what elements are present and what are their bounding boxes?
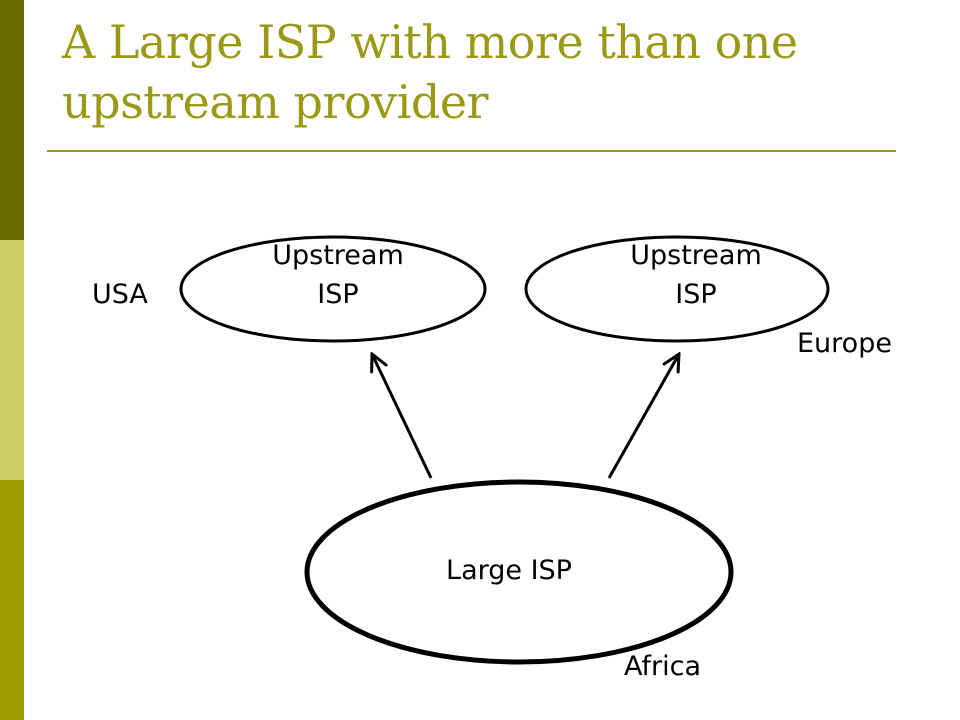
upstream-isp-right-ellipse [524,235,830,343]
large-isp-label: Large ISP [446,555,572,586]
side-bar-middle [0,240,24,480]
upstream-isp-right-label-line-2: ISP [675,279,716,310]
upstream-isp-left-node: Upstream ISP [179,235,487,343]
upstream-isp-right-label-line-1: Upstream [630,240,762,271]
upstream-isp-left-label-line-2: ISP [317,279,358,310]
side-bar-bottom [0,480,24,720]
region-label-usa: USA [92,279,148,310]
large-isp-node: Large ISP [304,479,734,665]
upstream-isp-left-ellipse [179,235,487,343]
side-bar-top [0,0,24,240]
title-underline [47,150,896,152]
region-label-africa: Africa [624,651,701,682]
large-isp-ellipse [304,479,734,665]
upstream-isp-right-node: Upstream ISP [524,235,830,343]
edge-large-isp-to-upstream-left [372,354,433,479]
upstream-isp-left-label-line-1: Upstream [272,240,404,271]
slide-title: A Large ISP with more than one upstream … [62,12,922,132]
edge-large-isp-to-upstream-right [607,354,679,479]
slide-title-line-1: A Large ISP with more than one [62,15,798,69]
region-label-europe: Europe [797,328,892,359]
slide-title-line-2: upstream provider [62,75,489,129]
